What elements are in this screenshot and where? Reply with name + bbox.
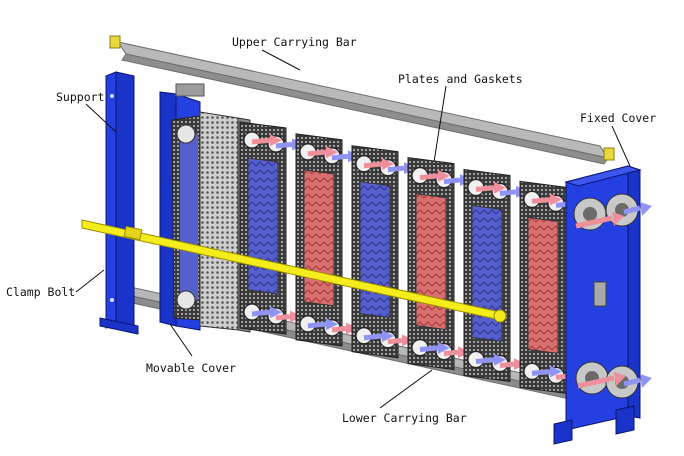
support-column xyxy=(99,71,139,335)
leader-lower-bar xyxy=(379,369,433,409)
clamp-bolt xyxy=(81,219,507,323)
label-upper-carrying-bar: Upper Carrying Bar xyxy=(232,35,357,49)
cold-flow-arrow xyxy=(475,353,506,366)
label-movable-cover: Movable Cover xyxy=(146,361,236,375)
leader-fixed-cover xyxy=(611,125,631,167)
hot-flow-arrow xyxy=(475,181,506,194)
plate-surface xyxy=(527,216,559,354)
leader-movable-cover xyxy=(169,323,193,357)
hot-flow-arrow xyxy=(307,146,338,159)
cold-flow-arrow xyxy=(531,365,562,378)
label-support: Support xyxy=(56,90,104,104)
label-plates-and-gaskets: Plates and Gaskets xyxy=(398,72,523,86)
plate-surface xyxy=(247,157,279,295)
label-clamp-bolt: Clamp Bolt xyxy=(6,285,75,299)
cold-flow-arrow xyxy=(419,341,450,354)
cold-flow-arrow xyxy=(307,318,338,331)
leader-lines xyxy=(75,49,631,409)
fixed-cover-arrows xyxy=(575,202,652,389)
plate-3 xyxy=(351,145,416,359)
plate-2 xyxy=(295,133,360,347)
hot-flow-arrow xyxy=(531,193,562,206)
hot-flow-arrow xyxy=(419,169,450,182)
label-lower-carrying-bar: Lower Carrying Bar xyxy=(342,411,467,425)
plate-1 xyxy=(239,121,304,335)
plate-4 xyxy=(407,157,472,371)
plate-surface xyxy=(359,181,391,319)
cold-flow-arrow xyxy=(251,306,282,319)
cold-flow-arrow xyxy=(363,329,394,342)
fixed-cover xyxy=(553,165,642,445)
label-fixed-cover: Fixed Cover xyxy=(580,111,656,125)
leader-upper-bar xyxy=(261,49,301,71)
leader-plates xyxy=(433,85,447,163)
leader-clamp-bolt xyxy=(75,269,105,293)
upper-carrying-bar xyxy=(109,35,615,165)
leader-support xyxy=(85,103,117,133)
plate-surface xyxy=(415,193,447,331)
plate-5 xyxy=(463,168,528,383)
hot-flow-arrow xyxy=(363,157,394,170)
hot-flow-arrow xyxy=(251,134,282,147)
plate-surface xyxy=(303,169,335,307)
movable-cover xyxy=(159,83,205,331)
